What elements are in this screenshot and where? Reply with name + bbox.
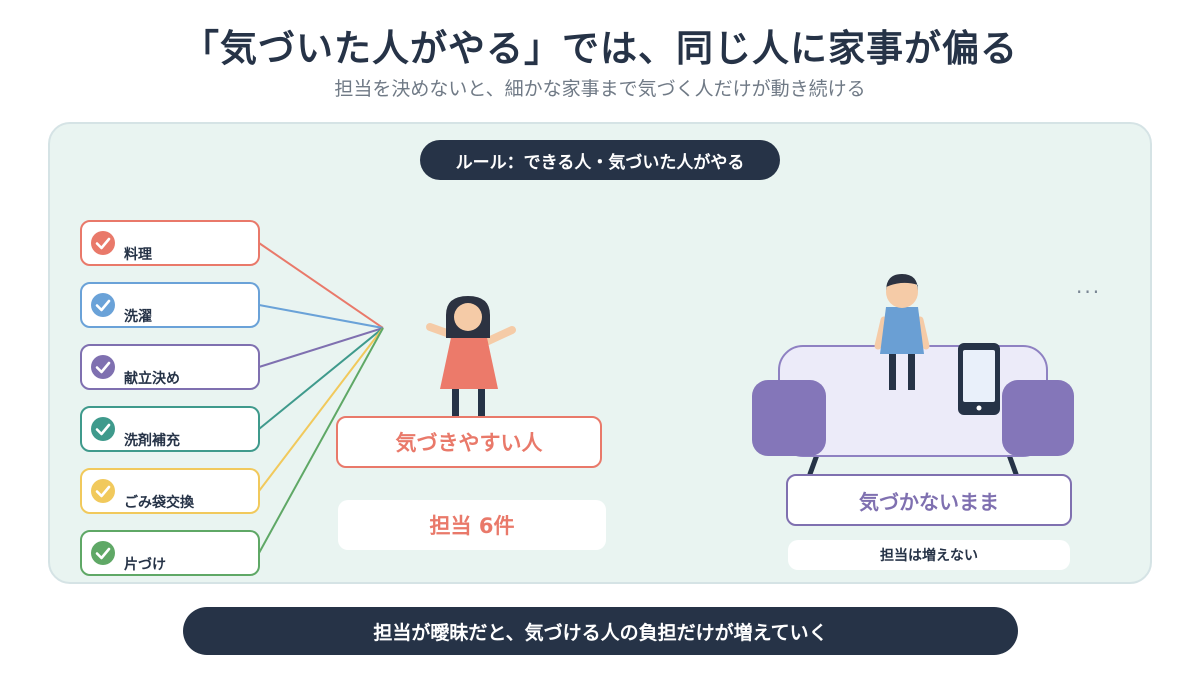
- chore-item: 料理: [80, 220, 260, 266]
- phone-icon: [958, 343, 1000, 415]
- footer-text: 担当が曖昧だと、気づける人の負担だけが増えていく: [373, 621, 828, 644]
- aware-person-label: 気づきやすい人: [336, 416, 602, 468]
- boy-icon: [874, 274, 930, 390]
- chore-label: 献立決め: [124, 371, 180, 387]
- check-icon: [91, 479, 115, 503]
- check-icon: [91, 417, 115, 441]
- unaware-person-label: 気づかないまま: [786, 474, 1072, 526]
- footer-banner: 担当が曖昧だと、気づける人の負担だけが増えていく: [183, 607, 1018, 655]
- ellipsis-icon: ···: [1076, 280, 1102, 304]
- connector-line: [258, 327, 384, 554]
- assignment-count: 担当 6件: [338, 500, 606, 550]
- chore-label: 料理: [124, 247, 152, 263]
- chore-label: 洗剤補充: [124, 433, 180, 449]
- chore-label: ごみ袋交換: [124, 495, 194, 511]
- girl-icon: [426, 296, 516, 416]
- chore-item: 献立決め: [80, 344, 260, 390]
- chore-item: 洗剤補充: [80, 406, 260, 452]
- check-icon: [91, 231, 115, 255]
- connector-line: [258, 327, 384, 368]
- connector-line: [258, 327, 384, 430]
- check-icon: [91, 541, 115, 565]
- connector-line: [258, 242, 384, 329]
- check-icon: [91, 355, 115, 379]
- chore-label: 洗濯: [124, 309, 152, 325]
- no-increase-note: 担当は増えない: [788, 540, 1070, 570]
- connector-lines: [258, 242, 384, 554]
- chore-item: ごみ袋交換: [80, 468, 260, 514]
- page-title: 「気づいた人がやる」では、同じ人に家事が偏る: [182, 27, 1018, 70]
- connector-line: [258, 327, 384, 492]
- chore-label: 片づけ: [124, 557, 166, 573]
- rule-label: ルール：できる人・気づいた人がやる: [455, 152, 745, 173]
- page-subtitle: 担当を決めないと、細かな家事まで気づく人だけが動き続ける: [334, 78, 866, 100]
- rule-pill: ルール：できる人・気づいた人がやる: [420, 140, 780, 180]
- check-icon: [91, 293, 115, 317]
- chore-item: 洗濯: [80, 282, 260, 328]
- chore-item: 片づけ: [80, 530, 260, 576]
- connector-line: [258, 304, 384, 329]
